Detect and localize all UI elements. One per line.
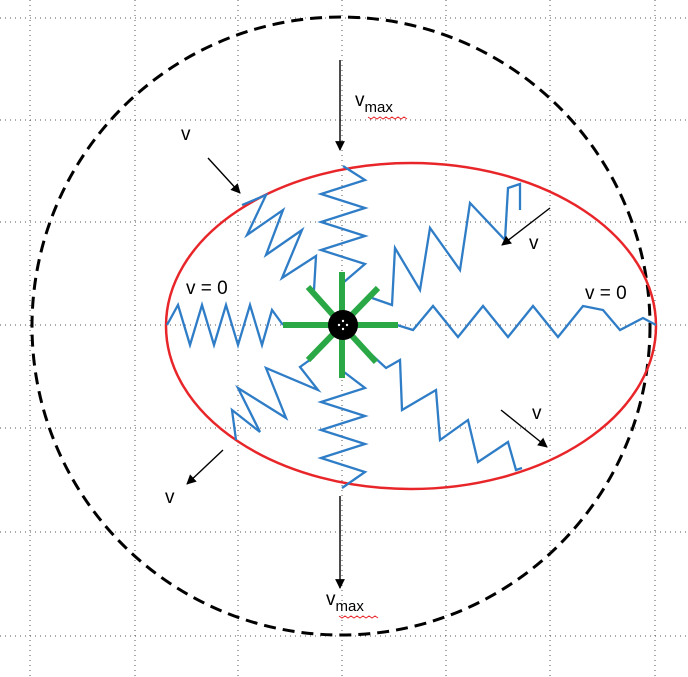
arrow-v-upper-right	[501, 207, 551, 246]
label-vmax-top: vmax	[355, 90, 393, 116]
label-v-upper-right: v	[529, 233, 539, 254]
arrow-v-upper-left	[207, 157, 241, 194]
spring-bottom	[317, 371, 369, 489]
velocity-arrows	[186, 60, 551, 589]
spring-upper-right	[371, 182, 522, 307]
spring-lower-left	[230, 356, 322, 441]
outer-dashed-circle	[30, 15, 652, 637]
arrow-v-lower-right	[500, 409, 548, 448]
label-v-lower-right: v	[532, 403, 542, 424]
label-vmax-bottom: vmax	[326, 589, 364, 615]
red-ellipse	[164, 161, 658, 491]
label-v-zero-right: v = 0	[585, 283, 627, 304]
spring-upper-left	[241, 192, 318, 291]
spell-underline-bottom	[338, 615, 379, 619]
label-v-zero-left: v = 0	[186, 278, 228, 299]
spell-underline-top	[367, 116, 408, 120]
springs	[165, 165, 657, 489]
spring-lower-right	[371, 354, 523, 472]
hub-dots	[337, 319, 349, 331]
arrow-v-lower-left	[186, 449, 224, 485]
label-v-lower-left: v	[165, 487, 175, 508]
central-hub	[328, 310, 358, 340]
spring-top	[317, 165, 369, 283]
spring-right	[396, 304, 657, 339]
spring-left	[165, 300, 284, 350]
label-v-upper-left: v	[181, 124, 191, 145]
